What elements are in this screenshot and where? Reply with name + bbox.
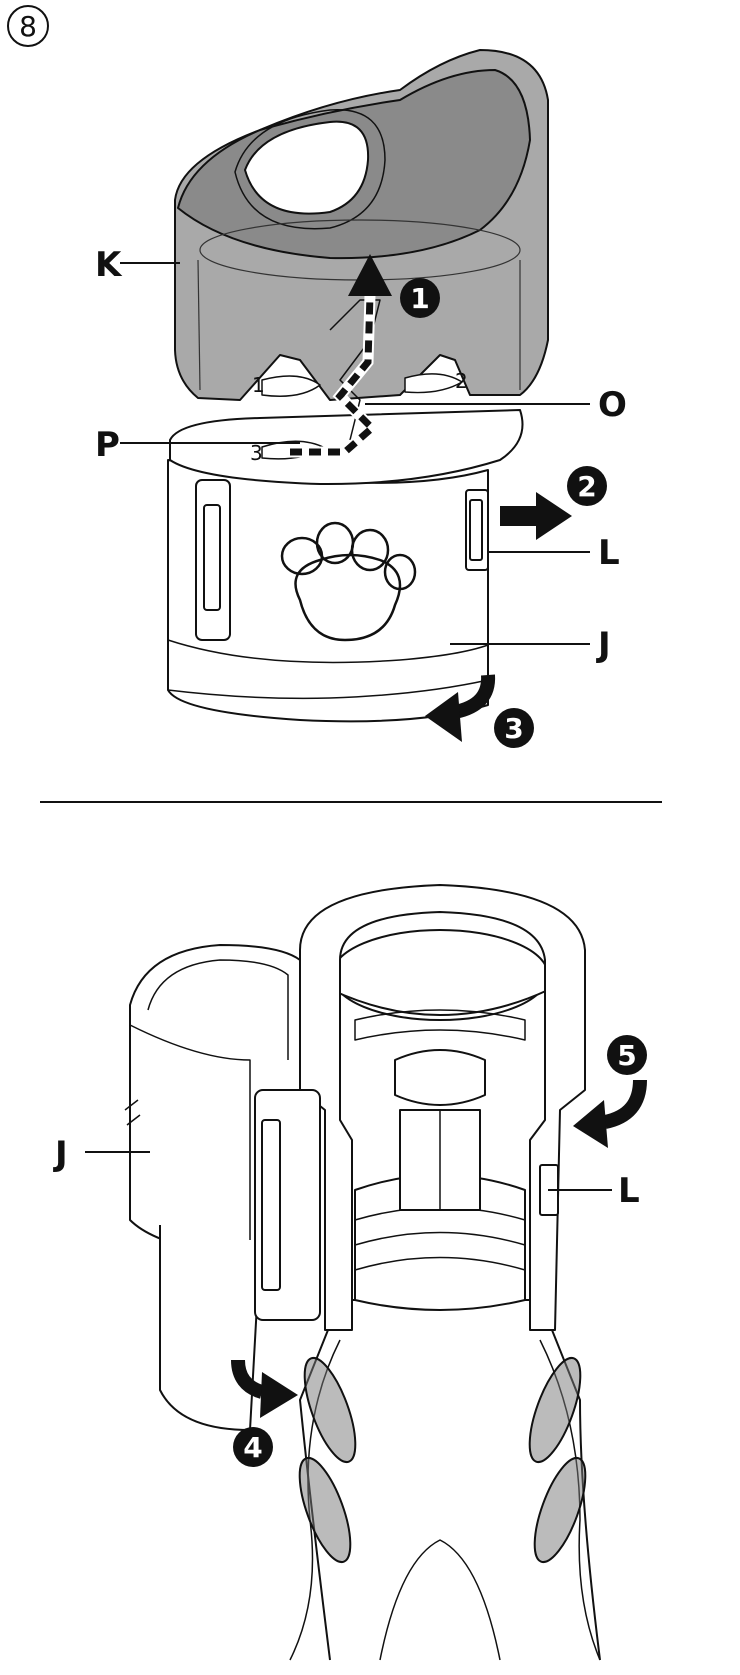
step-3-number: 3 [504,712,523,745]
top-illustration [168,50,548,721]
marking-2: 2 [455,369,468,393]
label-k: K [95,245,123,285]
step-2-number: 2 [577,470,596,503]
step-4-number: 4 [243,1431,262,1464]
label-l-bottom: L [618,1171,640,1211]
label-j-bottom: J [53,1134,68,1174]
marking-3: 3 [250,441,263,465]
label-j-top: J [596,625,611,665]
step-4: 4 [233,1427,273,1467]
marking-1: 1 [252,373,265,397]
label-o: O [598,385,627,425]
bottom-illustration [125,885,600,1660]
label-l-top: L [598,533,620,573]
step-2: 2 [567,466,607,506]
step-3: 3 [494,708,534,748]
figure-number: 8 [8,6,48,46]
step-5: 5 [607,1035,647,1075]
step-5-number: 5 [617,1039,636,1072]
step-1: 1 [400,278,440,318]
label-p: P [95,425,120,465]
step-1-number: 1 [410,282,429,315]
arrow-right-icon [500,492,572,540]
figure-number-text: 8 [19,10,37,43]
